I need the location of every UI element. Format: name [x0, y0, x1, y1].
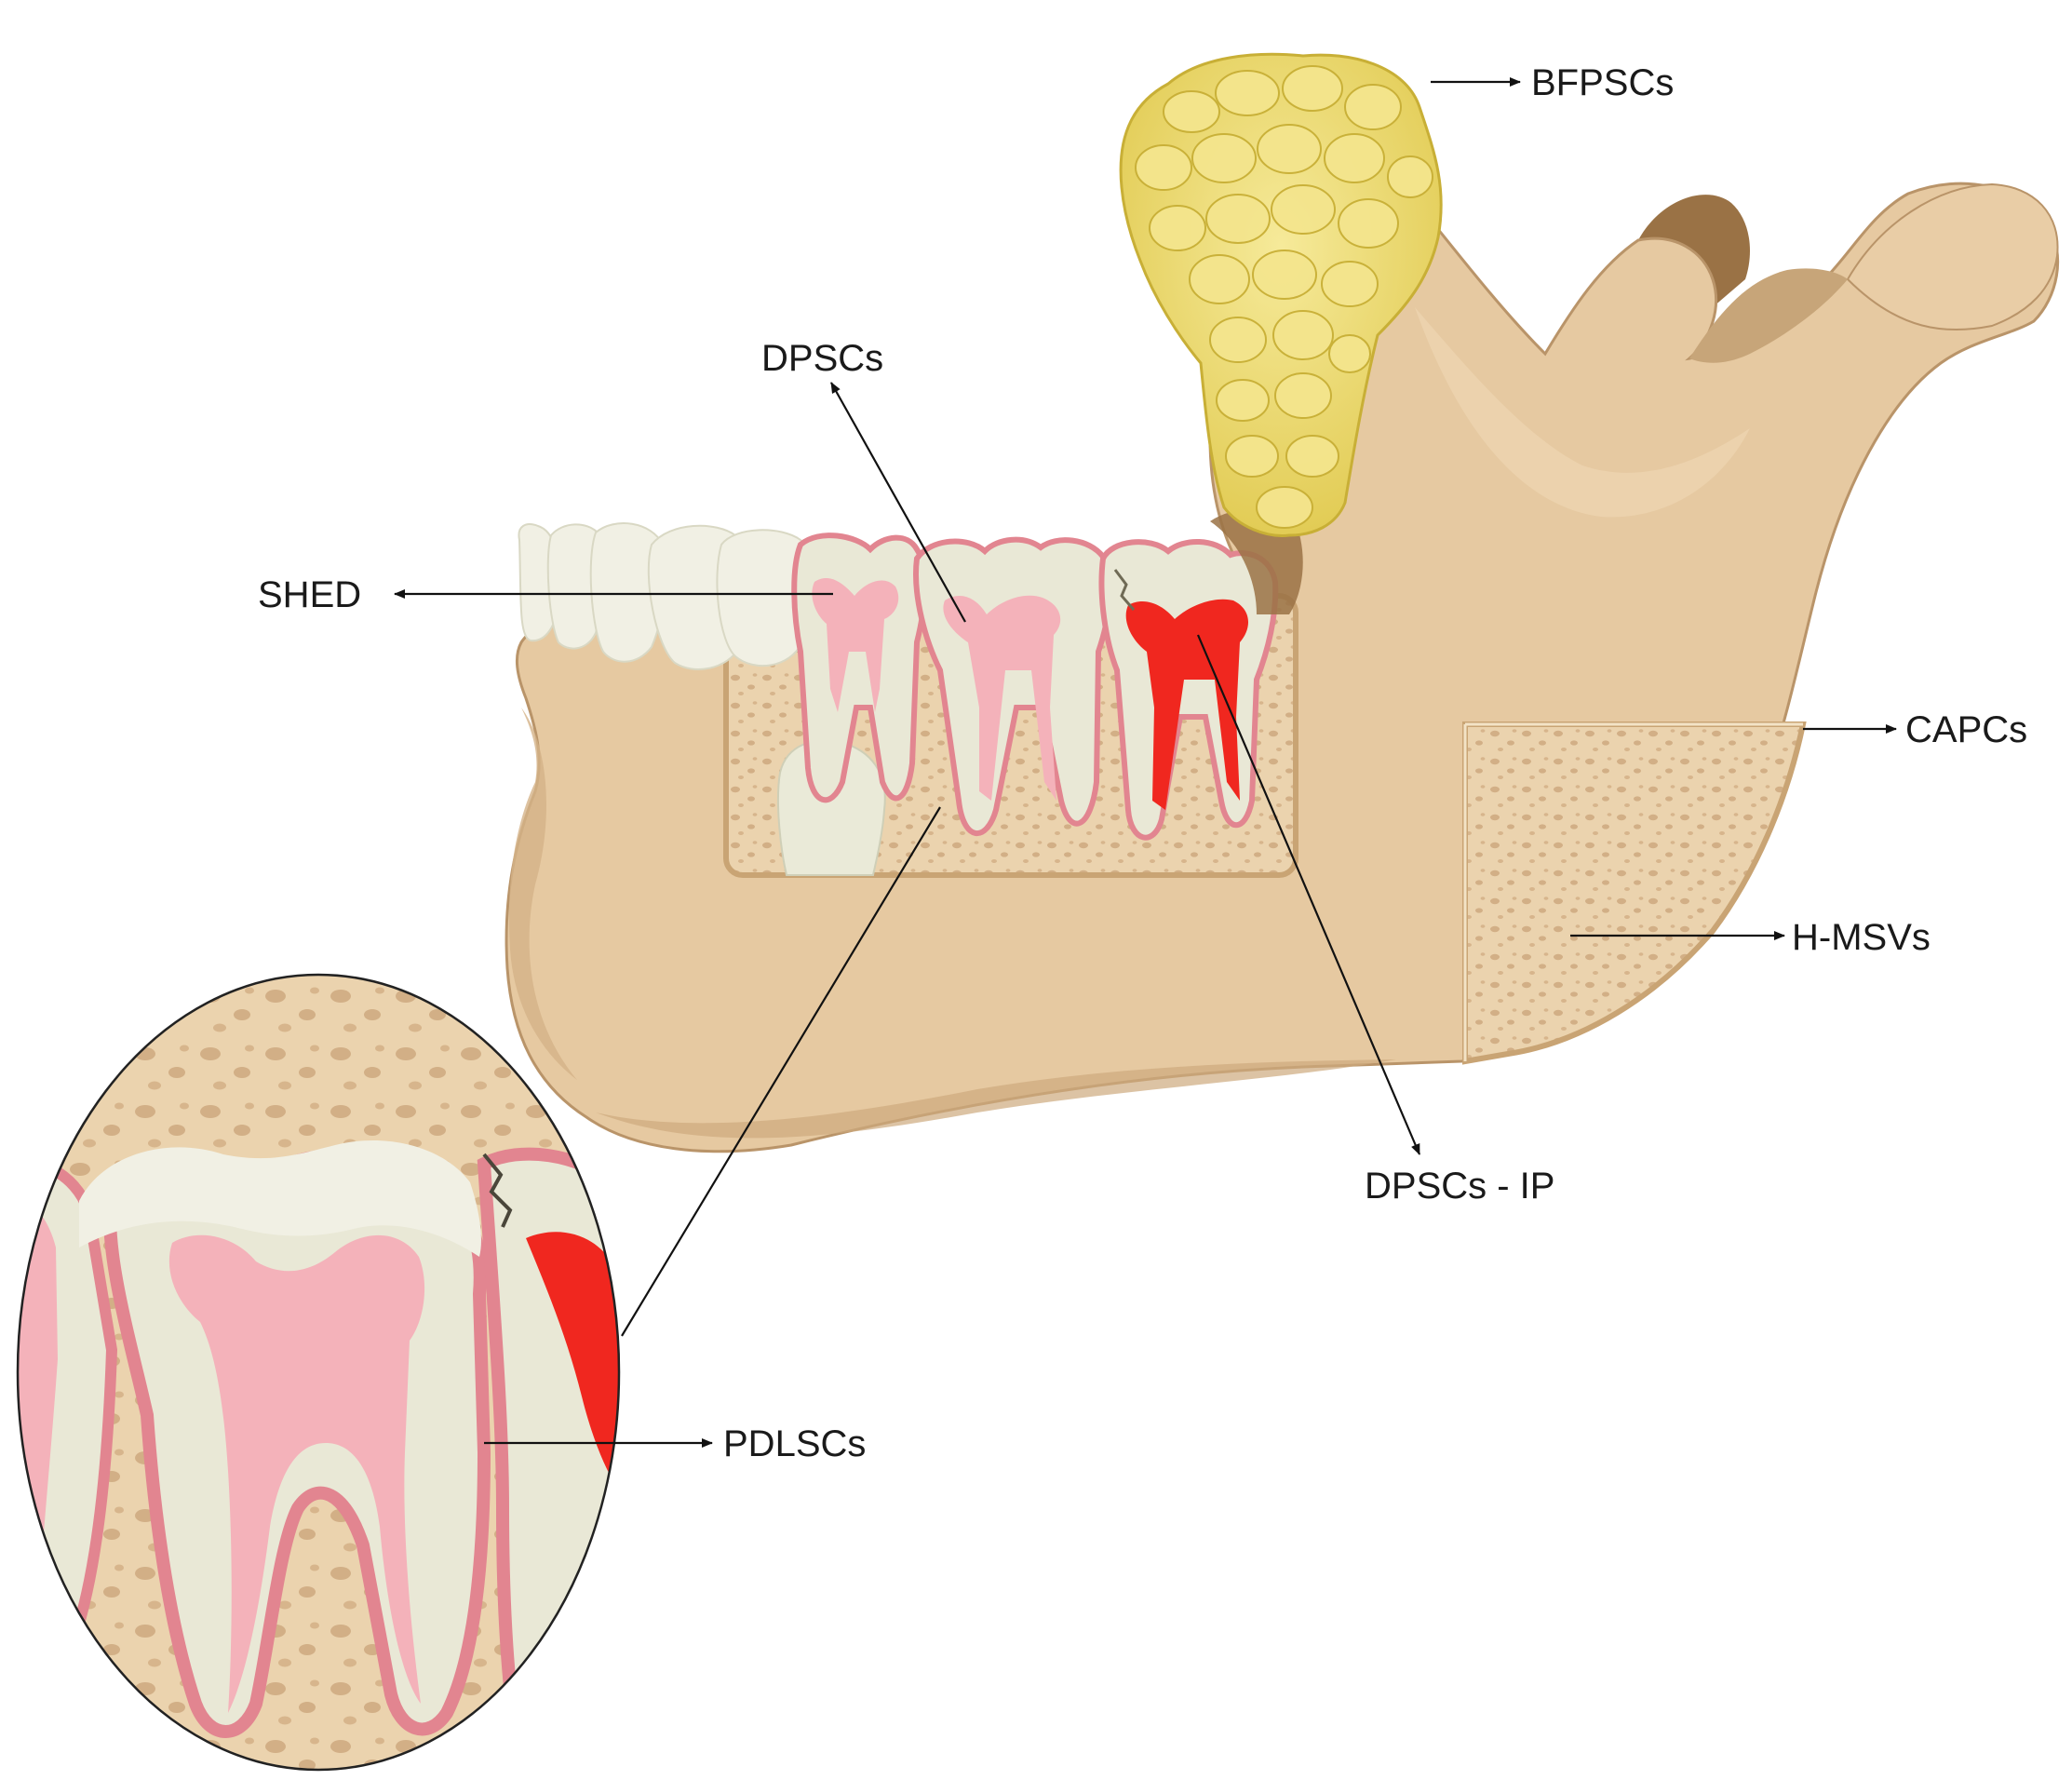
label-dpscs-ip: DPSCs - IP [1365, 1166, 1554, 1207]
fat-lobules [1135, 65, 1433, 529]
inset-crack [482, 1153, 513, 1228]
cancellous-window-frame [1463, 722, 1803, 1061]
label-capcs: CAPCs [1905, 709, 2027, 750]
leader-inset [621, 806, 941, 1337]
inset-molar-crown [79, 1139, 481, 1257]
inset-border [16, 973, 621, 1772]
deciduous-molar-pulp [812, 577, 899, 712]
leader-lines [394, 77, 1897, 1448]
cancellous-window-fill [1462, 721, 1807, 1065]
label-bfpscs: BFPSCs [1531, 62, 1674, 103]
deciduous-molar [791, 533, 928, 803]
inflamed-molar [1098, 538, 1279, 841]
leader-dpscs-ip [1196, 634, 1421, 1155]
leader-dpscs [830, 382, 966, 623]
first-molar-pulp [943, 595, 1061, 801]
inflamed-molar-pulp [1125, 599, 1249, 810]
chin-shading [508, 708, 577, 1080]
cancellous-bone-window [1462, 721, 1807, 1065]
incisor-2 [546, 523, 604, 650]
label-hmsvs: H-MSVs [1792, 917, 1931, 958]
inset-left-pulp [18, 1192, 58, 1620]
labels: BFPSCs DPSCs SHED CAPCs H-MSVs DPSCs - I… [258, 62, 2027, 1464]
ramus-highlight [1415, 307, 1750, 518]
label-shed: SHED [258, 574, 361, 615]
inset-molar-pulp [168, 1234, 425, 1713]
buccal-fat-pad [1119, 52, 1443, 537]
canine [589, 522, 667, 663]
sigmoid-notch [1689, 268, 1848, 363]
label-dpscs: DPSCs [761, 338, 883, 379]
inferior-border-shading [596, 1059, 1396, 1139]
crown-crack [1113, 569, 1136, 611]
label-pdlscs: PDLSCs [723, 1423, 866, 1464]
inset-inflamed-pulp [526, 1232, 619, 1508]
teeth-row [518, 509, 1303, 841]
condyle-head [1846, 182, 2059, 331]
first-molar [913, 536, 1113, 837]
